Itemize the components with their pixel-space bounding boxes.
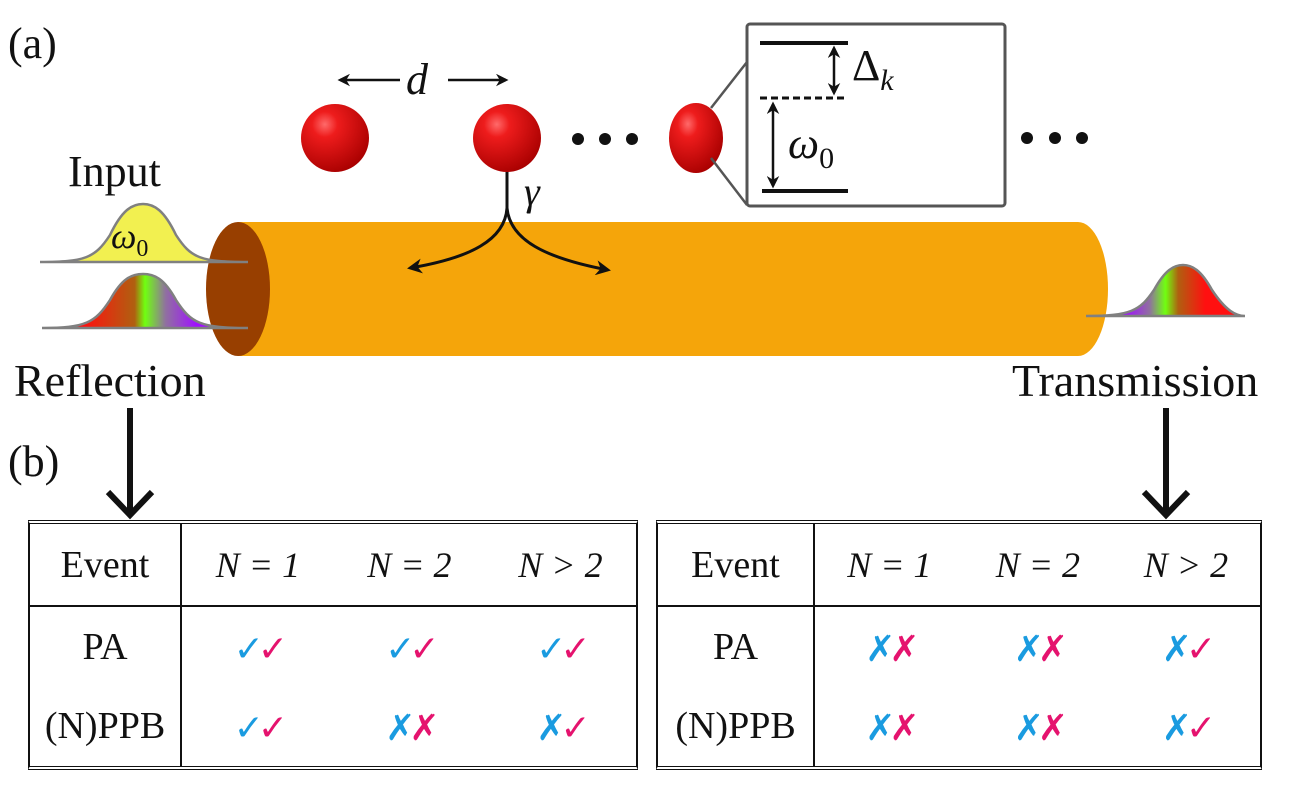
check-icon: ✓	[233, 628, 264, 670]
result-cell: ✗✓	[1112, 687, 1260, 766]
column-header-n: N = 2	[963, 524, 1112, 608]
result-cell: ✗✗	[964, 687, 1112, 766]
cross-icon: ✗	[1013, 628, 1044, 670]
cross-icon: ✗	[409, 707, 439, 749]
cross-icon: ✗	[865, 707, 895, 749]
table-row: PA✗✗✗✗✗✓	[658, 606, 1260, 687]
column-header-event: Event	[658, 524, 815, 608]
column-header-n: N > 2	[484, 524, 636, 608]
waveguide	[206, 222, 1108, 356]
detuning-subscript: k	[880, 63, 894, 97]
column-header-event: Event	[30, 524, 182, 608]
reflection-down-arrow	[105, 408, 155, 520]
cross-icon: ✗	[1037, 707, 1068, 749]
check-icon: ✓	[233, 707, 264, 749]
cross-icon: ✗	[1013, 707, 1044, 749]
cross-icon: ✗	[889, 628, 919, 670]
input-pulse-symbol: ω	[111, 216, 137, 256]
reflected-pulse	[41, 272, 249, 330]
column-header-n: N = 1	[814, 524, 964, 608]
check-icon: ✓	[257, 628, 288, 670]
waveguide-far-end	[1048, 222, 1108, 356]
result-cell: ✓✓	[181, 606, 334, 687]
cross-icon: ✗	[536, 707, 566, 749]
ellipsis-2	[1021, 132, 1088, 144]
column-header-n: N = 2	[333, 524, 485, 608]
result-cell: ✓✓	[485, 606, 636, 687]
atom-1	[301, 104, 369, 172]
table-row: (N)PPB✓✓✗✗✗✓	[30, 686, 636, 766]
decay-label: γ	[524, 169, 540, 214]
result-cell: ✗✓	[485, 687, 636, 766]
cross-icon: ✗	[385, 707, 415, 749]
waveguide-body	[238, 222, 1078, 356]
column-header-n: N > 2	[1111, 524, 1260, 608]
waveguide-near-end	[206, 222, 270, 356]
check-icon: ✓	[536, 628, 566, 670]
ellipsis-1	[572, 133, 638, 145]
row-label: (N)PPB	[30, 686, 182, 766]
row-label: (N)PPB	[658, 686, 815, 766]
reflection-label: Reflection	[14, 355, 206, 406]
check-icon: ✓	[1185, 707, 1216, 749]
row-label: PA	[658, 606, 815, 687]
transmission-label: Transmission	[1012, 355, 1259, 406]
cross-icon: ✗	[1037, 628, 1068, 670]
input-pulse-subscript: 0	[136, 236, 149, 263]
result-cell: ✓✓	[334, 606, 485, 687]
check-icon: ✓	[1185, 628, 1216, 670]
cross-icon: ✗	[1161, 707, 1192, 749]
transmitted-pulse	[1085, 263, 1246, 318]
cross-icon: ✗	[865, 628, 895, 670]
atom-n	[669, 103, 723, 173]
cross-icon: ✗	[1161, 628, 1192, 670]
result-cell: ✗✓	[1112, 606, 1260, 687]
result-cell: ✗✗	[814, 606, 964, 687]
result-cell: ✗✗	[814, 687, 964, 766]
check-icon: ✓	[560, 707, 590, 749]
frequency-label: ω0	[788, 122, 834, 174]
table-row: (N)PPB✗✗✗✗✗✓	[658, 686, 1260, 766]
check-icon: ✓	[257, 707, 288, 749]
check-icon: ✓	[560, 628, 590, 670]
row-label: PA	[30, 606, 182, 687]
atom-2	[473, 104, 541, 172]
input-pulse-label: ω0	[111, 218, 148, 261]
frequency-subscript: 0	[819, 141, 835, 175]
table-row: PA✓✓✓✓✓✓	[30, 606, 636, 687]
detuning-label: Δk	[852, 44, 894, 96]
input-pulse	[39, 202, 249, 264]
decay-arrows	[407, 172, 611, 276]
energy-level-inset	[710, 22, 1007, 208]
input-label: Input	[68, 147, 161, 196]
panel-label-a: (a)	[8, 19, 57, 68]
check-icon: ✓	[409, 628, 439, 670]
result-cell: ✓✓	[181, 687, 334, 766]
panel-label-b: (b)	[8, 437, 60, 486]
transmission-down-arrow	[1141, 408, 1191, 520]
detuning-symbol: Δ	[852, 41, 881, 90]
check-icon: ✓	[385, 628, 415, 670]
column-header-n: N = 1	[181, 524, 334, 608]
cross-icon: ✗	[889, 707, 919, 749]
frequency-symbol: ω	[788, 119, 820, 168]
result-cell: ✗✗	[334, 687, 485, 766]
spacing-label: d	[406, 55, 428, 104]
result-cell: ✗✗	[964, 606, 1112, 687]
